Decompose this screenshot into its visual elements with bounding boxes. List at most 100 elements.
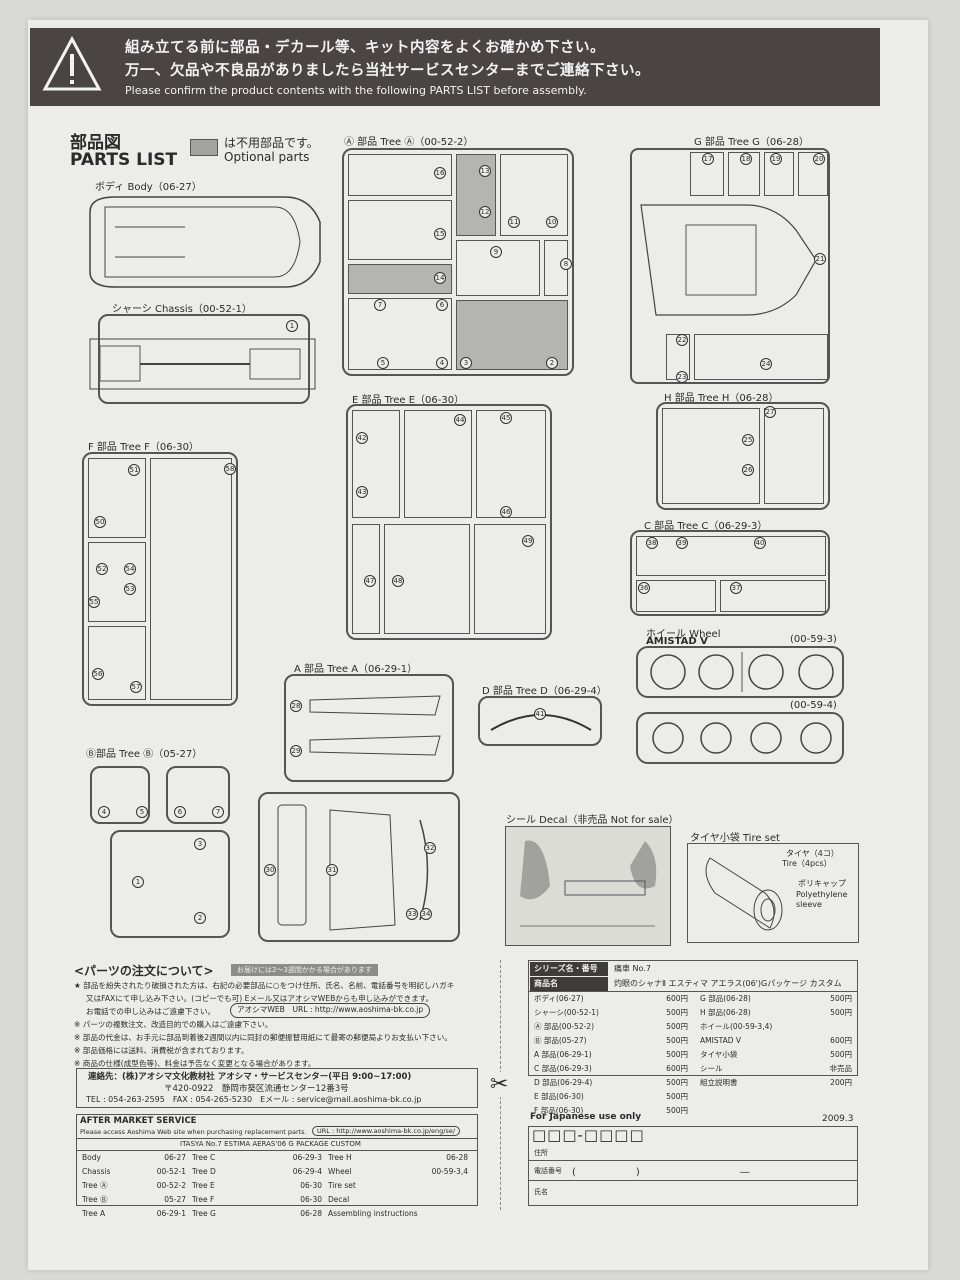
- optional-label-en: Optional parts: [224, 150, 310, 164]
- price-row[interactable]: シャーシ(00-52-1)500円: [534, 1008, 688, 1017]
- part-number: 15: [434, 228, 446, 240]
- order-note: ※ 部品の代金は、お手元に部品到着後2週間以内に同封の郵便振替用紙にて最寄の郵便…: [74, 1033, 452, 1042]
- postal-code-field[interactable]: □□□-□□□□: [532, 1126, 645, 1144]
- price-form-box: [528, 960, 858, 1076]
- part-number: 40: [754, 537, 766, 549]
- tree-h-frame: [656, 402, 830, 510]
- order-note: ※ 商品の仕様(成型色等)、料金は予告なく変更となる場合があります。: [74, 1059, 316, 1068]
- chassis-drawing: [89, 338, 316, 390]
- price-row[interactable]: ボディ(06-27)600円: [534, 994, 688, 1003]
- phone-field[interactable]: ( ) —: [572, 1167, 750, 1178]
- price-row[interactable]: ホイール(00-59-3,4): [700, 1022, 773, 1031]
- part-number: 5: [136, 806, 148, 818]
- optional-label-jp: は不用部品です。: [224, 136, 319, 150]
- part-number: 30: [264, 864, 276, 876]
- price-row[interactable]: D 部品(06-29-4)500円: [534, 1078, 688, 1087]
- aftermarket-url[interactable]: URL : http://www.aoshima-bk.co.jp/eng/se…: [312, 1126, 461, 1136]
- phone-label: 電話番号: [534, 1167, 562, 1175]
- price-row[interactable]: A 部品(06-29-1)500円: [534, 1050, 688, 1059]
- part-number: 23: [676, 371, 688, 383]
- part-number: 7: [212, 806, 224, 818]
- part-number: 8: [560, 258, 572, 270]
- part-number: 39: [676, 537, 688, 549]
- order-paragraph-3: お電話での申し込みはご遠慮下さい。: [86, 1007, 216, 1016]
- part-number: 3: [460, 357, 472, 369]
- tire-label-en: Tire（4pcs）: [782, 859, 832, 868]
- part-number: 43: [356, 486, 368, 498]
- part-number: 55: [88, 596, 100, 608]
- part-number: 24: [760, 358, 772, 370]
- tire-set-label: タイヤ小袋 Tire set: [690, 833, 780, 844]
- part-number: 53: [124, 583, 136, 595]
- price-row[interactable]: F 部品(06-30)500円: [534, 1106, 688, 1115]
- aftermarket-desc: Please access Aoshima Web site when purc…: [80, 1128, 307, 1136]
- banner-line-1: 組み立てる前に部品・デカール等、キット内容をよくお確かめ下さい。: [125, 40, 605, 56]
- contact-box: [76, 1068, 478, 1108]
- tree-h-label: H 部品 Tree H（06-28）: [664, 393, 779, 404]
- part-number: 58: [224, 463, 236, 475]
- tire-label-jp: タイヤ（4コ）: [786, 849, 839, 858]
- warning-triangle-icon: [42, 35, 102, 91]
- part-number: 11: [508, 216, 520, 228]
- part-number: 19: [770, 153, 782, 165]
- tree-a-circ-frame: [342, 148, 574, 376]
- tree-d-label: D 部品 Tree D（06-29-4）: [482, 686, 607, 697]
- part-number: 32: [424, 842, 436, 854]
- tree-b-circ-frame: [110, 830, 230, 938]
- part-number: 42: [356, 432, 368, 444]
- part-number: 26: [742, 464, 754, 476]
- wheel-label-en: AMISTAD V: [646, 636, 708, 647]
- tree-a-label: A 部品 Tree A（06-29-1）: [294, 664, 418, 675]
- aftermarket-title: AFTER MARKET SERVICE: [80, 1116, 197, 1126]
- part-number: 4: [436, 357, 448, 369]
- part-number: 13: [479, 165, 491, 177]
- order-title: <パーツの注文について>: [74, 964, 214, 978]
- contact-line-1: 連絡先：(株)アオシマ文化教材社 アオシマ・サービスセンター(平日 9:00~1…: [88, 1072, 412, 1082]
- price-row[interactable]: シール非売品: [700, 1064, 852, 1073]
- product-value: 灼眼のシャナⅡ エスティマ アエラス(06')Gパッケージ カスタム: [614, 979, 842, 988]
- spoiler-drawing: [490, 714, 592, 731]
- part-number: 37: [730, 582, 742, 594]
- wheel-caps-drawing: [652, 722, 832, 754]
- part-number: 9: [490, 246, 502, 258]
- price-row[interactable]: G 部品(06-28)500円: [700, 994, 852, 1003]
- price-row[interactable]: Ⓐ 部品(00-52-2)500円: [534, 1022, 688, 1031]
- tire-set-box: [687, 843, 859, 943]
- part-number: 52: [96, 563, 108, 575]
- roof-panel-drawing: [640, 204, 817, 316]
- tree-a-frame: [284, 674, 454, 782]
- body-drawing: [89, 196, 321, 288]
- name-label: 氏名: [534, 1188, 548, 1196]
- part-number: 41: [534, 708, 546, 720]
- address-form-box: [528, 1126, 858, 1206]
- price-row[interactable]: H 部品(06-28)500円: [700, 1008, 852, 1017]
- tree-a-circ-label: Ⓐ 部品 Tree Ⓐ（00-52-2）: [344, 137, 474, 148]
- part-number: 36: [638, 582, 650, 594]
- part-number: 46: [500, 506, 512, 518]
- part-number: 17: [702, 153, 714, 165]
- part-number: 50: [94, 516, 106, 528]
- tree-d-frame: [478, 696, 602, 746]
- divider: [528, 991, 858, 992]
- tree-c-frame: [630, 530, 830, 616]
- divider: [76, 1150, 478, 1151]
- product-label: 商品名: [530, 977, 608, 991]
- price-row[interactable]: Ⓑ 部品(05-27)500円: [534, 1036, 688, 1045]
- price-row[interactable]: E 部品(06-30)500円: [534, 1092, 688, 1101]
- poly-label-jp: ポリキャップ: [798, 879, 846, 888]
- part-number: 2: [194, 912, 206, 924]
- decal-label: シール Decal（非売品 Not for sale）: [506, 815, 679, 826]
- title-jp: 部品図: [70, 133, 121, 153]
- aoshima-web-link[interactable]: アオシマWEB URL : http://www.aoshima-bk.co.j…: [230, 1003, 431, 1018]
- price-row[interactable]: C 部品(06-29-3)600円: [534, 1064, 688, 1073]
- part-number: 6: [174, 806, 186, 818]
- tree-c-label: C 部品 Tree C（06-29-3）: [644, 521, 768, 532]
- decal-artwork: [520, 840, 657, 927]
- divider: [528, 1180, 858, 1181]
- banner-line-3: Please confirm the product contents with…: [125, 84, 587, 97]
